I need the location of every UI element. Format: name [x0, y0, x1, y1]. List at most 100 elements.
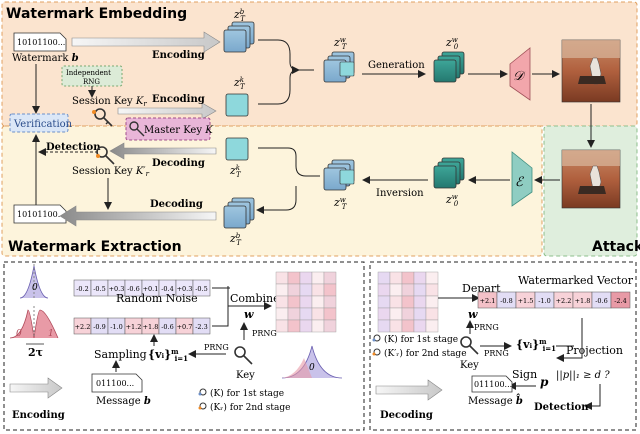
watermark-document-icon [13, 32, 67, 52]
k-second-left: (Kᵣ) for 2nd stage [210, 402, 290, 413]
rng-label-2: RNG [83, 78, 100, 86]
gaussian-zero-2: 0 [16, 329, 22, 339]
norm-label: ||p||₁ ≥ d ? [556, 370, 610, 381]
vector-value: +1.5 [518, 297, 534, 305]
watermark-bits: 10101100... [17, 38, 65, 47]
master-key-icon [129, 121, 145, 137]
grid-cell [323, 283, 337, 297]
grid-cell [287, 295, 301, 309]
encoding-bottom-arrow [9, 377, 63, 399]
signed-cell [192, 317, 211, 335]
zTb-hat-cube-stack [223, 197, 255, 229]
vector-value: -0.6 [595, 297, 608, 305]
signed-value: -2.3 [195, 323, 208, 331]
key-label-left: Key [236, 370, 255, 381]
noise-value: -0.5 [195, 285, 208, 293]
vector-value: -1.0 [538, 297, 551, 305]
projection-label: Projection [566, 344, 623, 357]
zTw-hat-cube-stack [323, 159, 355, 191]
grid-cell [413, 283, 427, 297]
grid-cell [287, 319, 301, 333]
decoding-label-2: Decoding [150, 199, 203, 210]
detection-label-right: Detection [534, 402, 589, 413]
merge-arrow [258, 39, 314, 105]
decoding-bottom-label: Decoding [380, 410, 433, 421]
inversion-label: Inversion [376, 188, 424, 199]
z0w-hat-cube-stack [433, 157, 465, 189]
p-sym: p [540, 375, 549, 389]
grid-cell [425, 307, 439, 321]
grid-cell [311, 319, 325, 333]
noise-value: -0.2 [76, 285, 89, 293]
noise-value: -0.6 [127, 285, 140, 293]
split-arrow [258, 147, 320, 210]
grid-cell [287, 271, 301, 285]
k-first-left: (K) for 1st stage [210, 388, 284, 399]
grid-cell [425, 283, 439, 297]
encoding-arrow-top [71, 31, 221, 53]
vector-value: +2.2 [556, 297, 572, 305]
grid-cell [389, 319, 403, 333]
grid-cell [425, 295, 439, 309]
grid-cell [323, 271, 337, 285]
watermarked-grid [377, 271, 439, 333]
watermark-label: Watermark b [12, 53, 79, 64]
decoding-arrow-bottom [59, 205, 217, 227]
stage-key-icons-left [198, 388, 207, 410]
master-key-label: Master Key K [144, 125, 213, 136]
encoding-label-1: Encoding [152, 50, 205, 61]
watermark-grid [275, 271, 337, 333]
message-label-left: Message b [96, 396, 151, 407]
grid-cell [389, 283, 403, 297]
vector-value: +1.8 [575, 297, 591, 305]
grid-cell [401, 283, 415, 297]
vector-value: -0.8 [500, 297, 513, 305]
encoder-symbol: ℰ [515, 175, 524, 190]
noise-row: -0.2-0.5+0.3-0.6+0.1-0.4+0.3-0.5 [73, 279, 211, 297]
noise-value: +0.3 [109, 285, 125, 293]
grid-cell [311, 307, 325, 321]
encoding-bottom-label: Encoding [12, 410, 65, 421]
session-key-label: Session Key Kr [72, 96, 147, 108]
grid-cell [401, 307, 415, 321]
gaussian-zero: 0 [32, 283, 38, 293]
grid-cell [413, 271, 427, 285]
master-key-box [125, 117, 211, 141]
grid-cell [275, 295, 289, 309]
vector-value: +2.1 [480, 297, 496, 305]
session-key-prime-icon [96, 146, 115, 165]
noise-value: +0.3 [177, 285, 193, 293]
tau-label: 2τ [28, 346, 43, 359]
decoding-arrow-key [109, 142, 217, 160]
signed-value: -0.6 [161, 323, 174, 331]
zTw-cube-stack [323, 51, 355, 83]
verification-box[interactable] [9, 113, 69, 133]
session-key-prime-label: Session Key K′r [72, 166, 150, 178]
grid-cell [377, 307, 391, 321]
extraction-title: Watermark Extraction [8, 239, 182, 255]
grid-cell [299, 319, 313, 333]
grid-cell [389, 271, 403, 285]
prng-label-right-1: PRNG [474, 323, 499, 332]
message-document-left [91, 373, 143, 393]
grid-cell [377, 319, 391, 333]
generation-label: Generation [368, 60, 425, 71]
k-second-right: (K′ᵣ) for 2nd stage [384, 348, 467, 359]
key-label-right: Key [460, 360, 479, 371]
sign-label: Sign [512, 368, 537, 381]
attack-title: Attack [592, 239, 640, 255]
prng-label-left-1: PRNG [204, 343, 229, 352]
message-document-right [471, 375, 513, 393]
grid-cell [323, 307, 337, 321]
zTk-cube [225, 93, 249, 117]
grid-cell [413, 295, 427, 309]
grid-cell [311, 295, 325, 309]
